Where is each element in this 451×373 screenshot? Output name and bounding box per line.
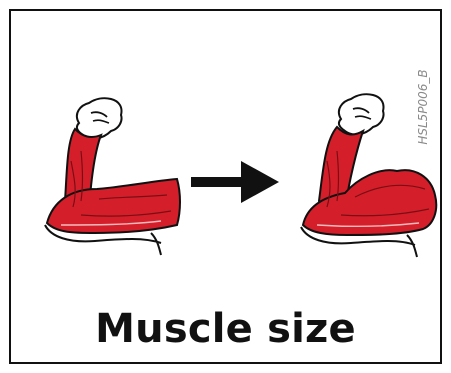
small-flexed-arm-icon (45, 98, 180, 255)
right-arrow-icon (191, 161, 279, 203)
image-code: HSL5P006_B (416, 42, 430, 172)
muscle-size-card: Muscle size (9, 9, 442, 364)
illustration (11, 11, 442, 301)
caption: Muscle size (11, 305, 440, 353)
